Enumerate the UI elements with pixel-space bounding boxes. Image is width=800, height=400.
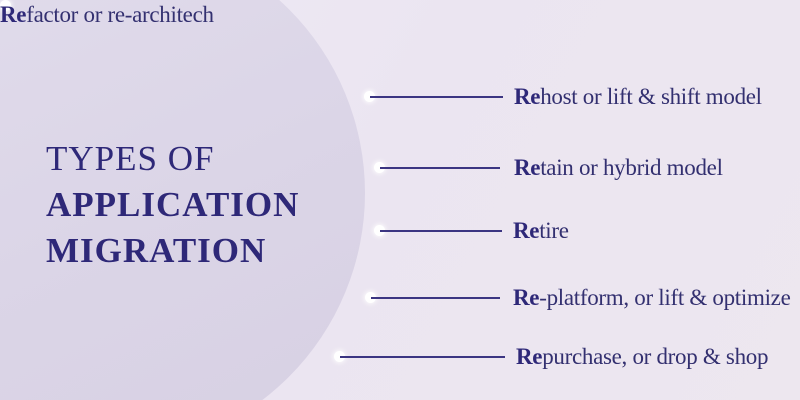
item-prefix: Re: [516, 344, 543, 369]
item-text: tain or hybrid model: [540, 155, 723, 180]
item-text: factor or re-architech: [26, 2, 214, 27]
item-prefix: Re: [513, 285, 540, 310]
item-prefix: Re: [514, 84, 541, 109]
item-text: -platform, or lift & optimize: [539, 285, 791, 310]
item-text: purchase, or drop & shop: [542, 344, 769, 369]
list-item-label: Retire: [513, 216, 569, 246]
list-item-label: Re-platform, or lift & optimize: [513, 283, 791, 313]
page-title: TYPES OF APPLICATION MIGRATION: [46, 136, 299, 274]
connector-line: [370, 96, 503, 98]
item-prefix: Re: [514, 155, 541, 180]
bullet-dot-icon: [0, 0, 11, 11]
item-prefix: Re: [513, 218, 540, 243]
connector-line: [340, 356, 505, 358]
connector-line: [371, 297, 500, 299]
item-text: tire: [539, 218, 569, 243]
bullet-dot-icon: [364, 91, 375, 102]
list-item-label: Refactor or re-architech: [0, 0, 214, 30]
bullet-dot-icon: [374, 225, 385, 236]
title-line-1: TYPES OF: [46, 139, 215, 178]
connector-line: [380, 230, 502, 232]
background-circle: [0, 0, 365, 400]
bullet-dot-icon: [334, 351, 345, 362]
list-item-label: Retain or hybrid model: [514, 153, 723, 183]
list-item-label: Rehost or lift & shift model: [514, 82, 762, 112]
title-line-3: MIGRATION: [46, 231, 267, 270]
item-text: host or lift & shift model: [540, 84, 762, 109]
item-prefix: Re: [0, 2, 27, 27]
connector-line: [380, 167, 500, 169]
bullet-dot-icon: [374, 162, 385, 173]
bullet-dot-icon: [365, 292, 376, 303]
list-item-label: Repurchase, or drop & shop: [516, 342, 768, 372]
title-line-2: APPLICATION: [46, 185, 300, 224]
